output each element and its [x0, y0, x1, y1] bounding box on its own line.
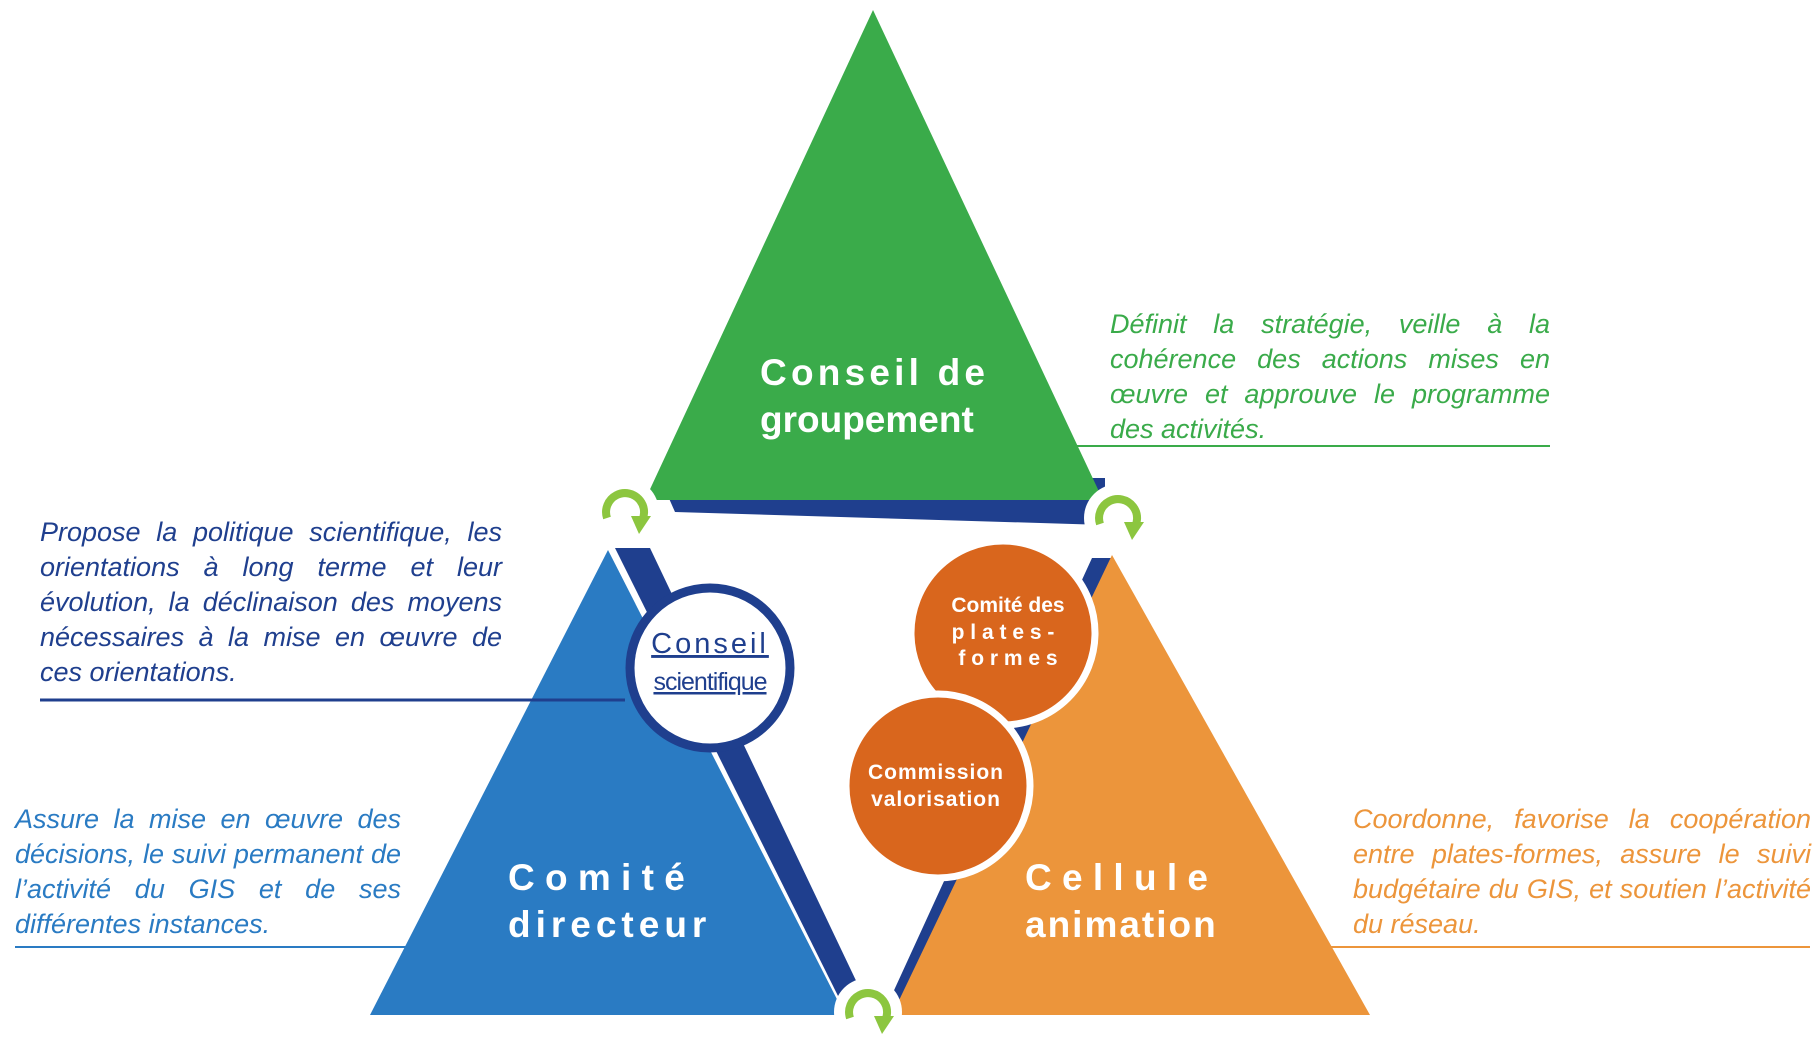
directeur-description: Assure la mise en œuvre des décisions, l… — [15, 804, 401, 939]
directeur-title-line1: C o m i t é — [508, 857, 685, 898]
conseil-scientifique-line2: scientifique — [653, 668, 766, 696]
comite-plates-formes-line2: p l a t e s - — [952, 621, 1055, 644]
cycle-arrow-icon — [834, 978, 902, 1046]
cycle-arrow-icon — [1084, 484, 1152, 552]
conseil-scientifique-line1: Conseil — [651, 628, 769, 660]
groupement-description: Définit la stratégie, veille à la cohére… — [1110, 309, 1550, 444]
comite-directeur-triangle — [370, 550, 845, 1015]
groupement-title-line1: Conseil de — [760, 352, 985, 393]
cycle-arrow-icon — [591, 478, 659, 546]
conseil-groupement-triangle — [645, 10, 1103, 500]
animation-title-line2: animation — [1025, 904, 1218, 945]
commission-valorisation-line2: valorisation — [871, 788, 1001, 811]
conseil-scientifique-circle — [625, 583, 795, 753]
directeur-title-line2: directeur — [508, 904, 711, 945]
scientifique-description: Propose la politique scientifique, les o… — [40, 517, 502, 687]
comite-plates-formes-line3: f o r m e s — [958, 647, 1057, 670]
groupement-title-line2: groupement — [760, 399, 974, 440]
commission-valorisation-circle — [842, 690, 1034, 882]
comite-plates-formes-line1: Comité des — [951, 594, 1064, 617]
cellule-animation-triangle — [892, 555, 1370, 1015]
animation-title-line1: C e l l u l e — [1025, 857, 1208, 898]
commission-valorisation-line1: Commission — [868, 761, 1004, 784]
animation-description: Coordonne, favorise la coopération entre… — [1353, 804, 1811, 939]
